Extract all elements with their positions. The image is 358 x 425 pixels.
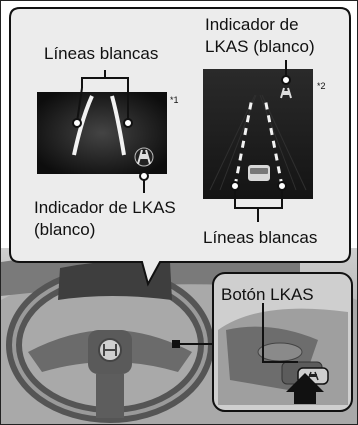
white-lines-label-bottom: Líneas blancas <box>203 228 318 247</box>
steering-wheel-icon <box>6 267 214 423</box>
lkas-indicator-icon <box>280 87 292 99</box>
white-line-right <box>110 95 126 156</box>
lkas-indicator-label-right-line1: Indicador de <box>205 15 299 34</box>
lkas-button-label: Botón LKAS <box>221 285 314 304</box>
button-inset <box>212 272 353 412</box>
footnote-marker-2: *2 <box>317 81 326 91</box>
display-type-2 <box>203 60 313 222</box>
white-line-left <box>72 95 94 156</box>
lkas-indicator-label-left-line2: (blanco) <box>34 220 96 239</box>
display-type-1 <box>37 70 167 193</box>
footnote-marker-1: *1 <box>170 95 179 105</box>
pointing-arrow-icon <box>286 373 324 404</box>
lkas-indicator-label-right-line2: LKAS (blanco) <box>205 37 315 56</box>
white-lines-label-top: Líneas blancas <box>44 44 159 63</box>
lkas-indicator-icon <box>134 147 154 167</box>
white-dashed-line-right <box>263 97 284 187</box>
white-dashed-line-left <box>233 97 254 187</box>
lkas-indicator-label-left-line1: Indicador de LKAS <box>34 198 176 217</box>
